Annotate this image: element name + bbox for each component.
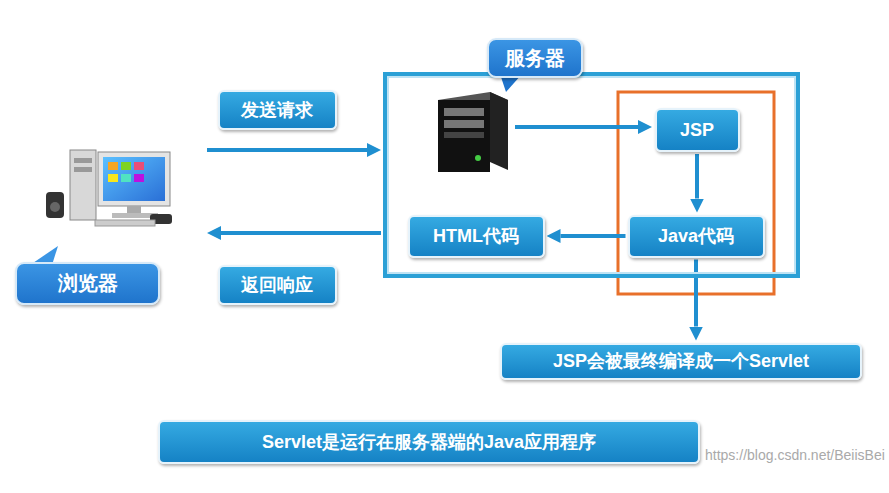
server-icon	[438, 92, 508, 172]
box-text: Servlet是运行在服务器端的Java应用程序	[262, 432, 596, 452]
computer-icon	[46, 150, 172, 226]
heading-callout: 浏览器	[15, 262, 160, 305]
flow-arrow	[515, 125, 638, 129]
server-frame: 服务器JSPJava代码HTML代码	[383, 72, 800, 278]
note-box: Servlet是运行在服务器端的Java应用程序	[158, 420, 700, 464]
box-text: JSP会被最终编译成一个Servlet	[553, 351, 809, 371]
process-box: HTML代码	[408, 215, 545, 258]
flow-arrow	[695, 154, 699, 199]
box-text: HTML代码	[433, 226, 519, 246]
action-label-box: 返回响应	[218, 265, 337, 305]
flow-arrow	[207, 148, 367, 152]
heading-callout: 服务器	[487, 38, 583, 78]
flow-arrow	[694, 260, 698, 327]
watermark: https://blog.csdn.net/BeiisBei	[705, 447, 885, 463]
note-box: JSP会被最终编译成一个Servlet	[500, 343, 862, 380]
box-text: JSP	[680, 120, 714, 140]
flow-arrow	[561, 234, 626, 238]
box-text: Java代码	[658, 226, 734, 246]
process-box: JSP	[655, 108, 740, 152]
flow-arrow	[221, 231, 381, 235]
browser-node: 浏览器	[15, 140, 205, 310]
action-label-box: 发送请求	[218, 90, 337, 130]
process-box: Java代码	[628, 215, 765, 258]
box-text: 发送请求	[241, 100, 313, 120]
box-text: 返回响应	[241, 275, 313, 295]
